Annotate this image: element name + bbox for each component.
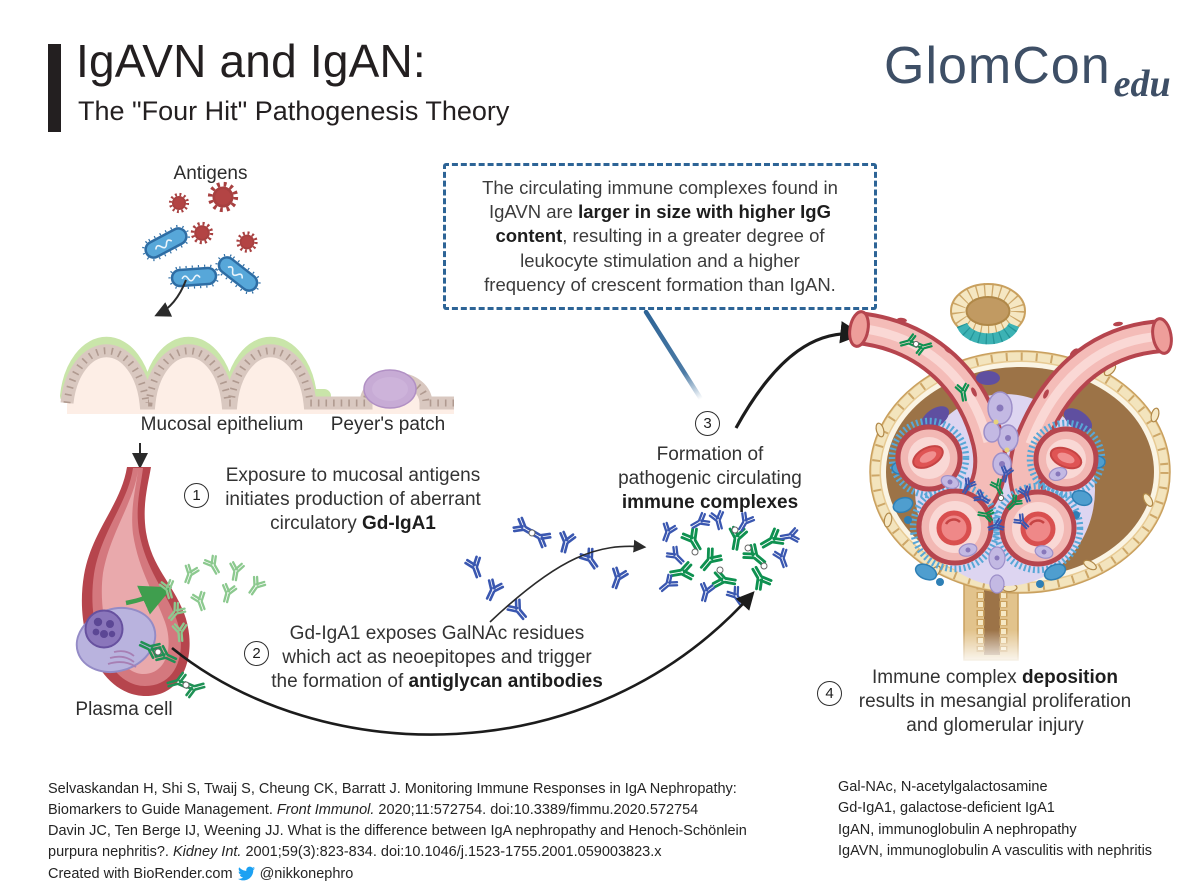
mucosal-epithelium-label: Mucosal epithelium: [140, 414, 304, 435]
abbreviation-item: IgAVN, immunoglobulin A vasculitis with …: [838, 842, 1153, 859]
twitter-icon: [237, 867, 255, 881]
glomerulus-illustration: [848, 283, 1173, 666]
reference-1-line-2: Biomarkers to Guide Management. Front Im…: [48, 801, 699, 818]
step-3-number: 3: [695, 411, 720, 436]
plasma-to-complexes-arrow: [171, 591, 755, 736]
peyers-patch-label: Peyer's patch: [330, 414, 446, 435]
step-1-text: Exposure to mucosal antigens initiates p…: [225, 465, 481, 535]
callout-text: The circulating immune complexes found i…: [482, 177, 838, 295]
capillary-loops: [895, 424, 1099, 567]
page-title: IgAVN and IgAN:: [76, 35, 426, 87]
antigens-to-epithelium-arrow: [154, 279, 187, 317]
distal-tubule-ring: [950, 283, 1026, 345]
step-4-text: Immune complex deposition results in mes…: [858, 667, 1132, 737]
abbreviation-item: IgAN, immunoglobulin A nephropathy: [838, 821, 1077, 838]
plasma-cell-label: Plasma cell: [75, 699, 173, 720]
twitter-handle: @nikkonephro: [259, 865, 354, 882]
step-2-number: 2: [244, 641, 269, 666]
abbreviation-item: Gd-IgA1, galactose-deficient IgA1: [838, 800, 1055, 817]
reference-2-line-2: purpura nephritis?. Kidney Int. 2001;59(…: [48, 843, 662, 860]
plasma-cell-illustration: [75, 467, 190, 696]
biorender-credit: Created with BioRender.com @nikkonephro: [48, 864, 793, 885]
step-1-number: 1: [184, 483, 209, 508]
abbreviation-item: Gal-NAc, N-acetylgalactosamine: [838, 779, 1048, 795]
igavn-callout-box: The circulating immune complexes found i…: [443, 163, 877, 310]
complexes-to-glomerulus-arrow: [734, 321, 863, 429]
step-2-text: Gd-IgA1 exposes GalNAc residues which ac…: [271, 623, 603, 693]
abbreviations: Gal-NAc, N-acetylgalactosamine Gd-IgA1, …: [838, 777, 1168, 862]
references: Selvaskandan H, Shi S, Twaij S, Cheung C…: [48, 779, 793, 884]
glomcon-logo: GlomCon edu: [884, 36, 1171, 106]
title-accent-bar: [48, 44, 61, 132]
peyers-patch-illustration: [363, 369, 417, 409]
reference-2-line-1: Davin JC, Ten Berge IJ, Weening JJ. What…: [48, 822, 747, 839]
antiglycan-complex-icons: [136, 635, 208, 700]
antiglycan-antibody-icons: [463, 514, 631, 624]
reference-1-line-1: Selvaskandan H, Shi S, Twaij S, Cheung C…: [48, 781, 737, 797]
deposited-antibody-icons: [898, 332, 1036, 536]
callout-pointer-line: [643, 309, 704, 402]
page-subtitle: The "Four Hit" Pathogenesis Theory: [78, 96, 510, 126]
antigens-label: Antigens: [173, 163, 248, 184]
antibodies-to-complexes-arrow: [489, 539, 647, 623]
logo-edu-suffix: edu: [1113, 63, 1171, 105]
logo-wordmark: GlomCon: [884, 37, 1111, 95]
immune-complex-cluster: [655, 508, 801, 609]
step-4-number: 4: [817, 681, 842, 706]
step-3-text: Formation of pathogenic circulating immu…: [618, 444, 802, 514]
